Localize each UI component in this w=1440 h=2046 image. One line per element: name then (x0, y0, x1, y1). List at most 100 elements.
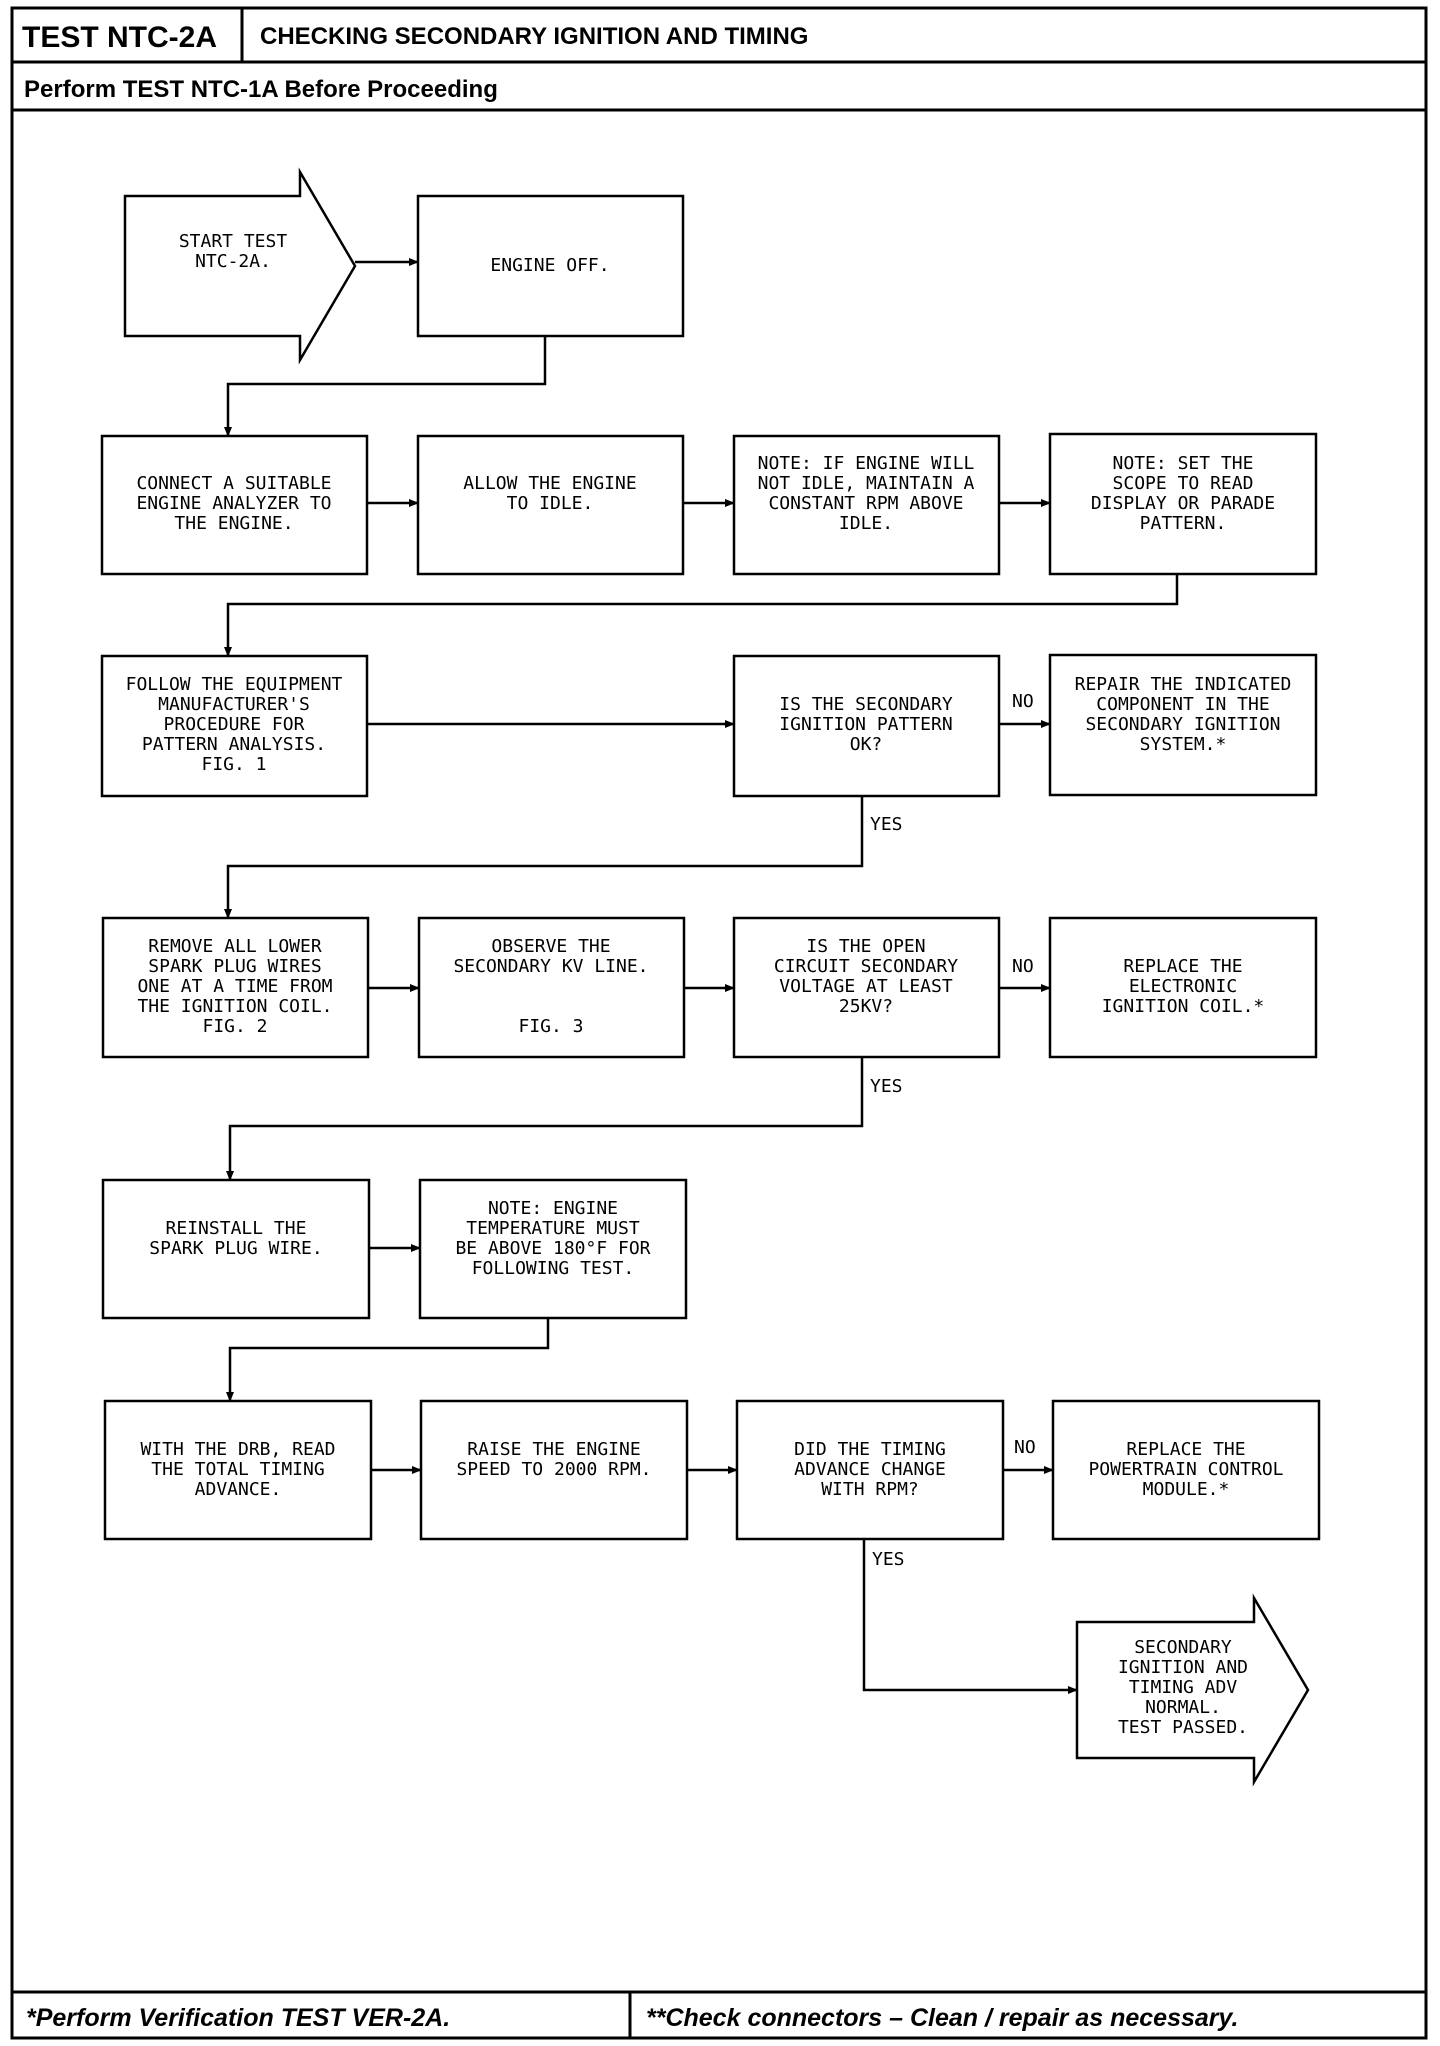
label-line: VOLTAGE AT LEAST (779, 976, 953, 997)
label-line: PROCEDURE FOR (164, 714, 305, 735)
label-line: THE TOTAL TIMING (151, 1459, 324, 1480)
label-line: 25KV? (839, 996, 893, 1017)
engine-off-label: ENGINE OFF. (490, 255, 609, 276)
label-line: PATTERN ANALYSIS. (142, 734, 326, 755)
note-idle-box (732, 434, 1001, 576)
label-line: DISPLAY OR PARADE (1091, 493, 1275, 514)
replace-pcm-box (1051, 1399, 1321, 1541)
no-label-voltage: NO (1012, 956, 1034, 977)
label-line: SYSTEM.* (1140, 734, 1227, 755)
yes-label-timing: YES (872, 1549, 905, 1570)
connector-note-to-read (226, 1318, 550, 1402)
label-line: FOLLOWING TEST. (472, 1258, 635, 1279)
page-border (10, 6, 1428, 2040)
connector-timing-yes (862, 1539, 1078, 1694)
allow-idle-box (416, 434, 685, 576)
label-line: IS THE SECONDARY (779, 694, 953, 715)
observe-fig-label: FIG. 3 (518, 1016, 583, 1037)
connector-scope-to-follow (224, 574, 1179, 657)
question-pattern-box (732, 654, 1001, 798)
engine-off-box (416, 194, 685, 338)
label-line: NOTE: ENGINE (488, 1198, 618, 1219)
label-line: ADVANCE CHANGE (794, 1459, 946, 1480)
label-line: OBSERVE THE (491, 936, 610, 957)
label-line: SECONDARY (1134, 1637, 1232, 1658)
label-line: MODULE.* (1143, 1479, 1230, 1500)
label-line: SECONDARY KV LINE. (453, 956, 648, 977)
label-line: IDLE. (839, 513, 893, 534)
end-arrow-shape (1075, 1593, 1310, 1787)
connect-analyzer-box (100, 434, 369, 576)
label-line: RAISE THE ENGINE (467, 1439, 640, 1460)
label-line: IS THE OPEN (806, 936, 925, 957)
question-timing-box (735, 1399, 1005, 1541)
connector-voltage-yes (226, 1057, 864, 1181)
label-line: CONNECT A SUITABLE (136, 473, 331, 494)
start-arrow-shape (123, 167, 357, 365)
label-line: SPARK PLUG WIRE. (149, 1238, 322, 1259)
test-title: CHECKING SECONDARY IGNITION AND TIMING (260, 23, 808, 50)
no-label-pattern: NO (1012, 691, 1034, 712)
label-line: FIG. 2 (202, 1016, 267, 1037)
label-line: ONE AT A TIME FROM (137, 976, 332, 997)
remove-wires-box (101, 916, 370, 1059)
connector-pattern-yes (224, 796, 864, 919)
label-line: SPARK PLUG WIRES (148, 956, 321, 977)
no-label-timing: NO (1014, 1437, 1036, 1458)
prerequisite-note: Perform TEST NTC-1A Before Proceeding (24, 76, 498, 103)
label-line: NORMAL. (1145, 1697, 1221, 1718)
connector-engine-off-to-connect (224, 336, 547, 437)
label-line: THE IGNITION COIL. (137, 996, 332, 1017)
label-line: START TEST (179, 231, 288, 252)
footer-left-note: *Perform Verification TEST VER-2A. (26, 2004, 450, 2032)
repair-component-box (1048, 653, 1318, 797)
label-line: DID THE TIMING (794, 1439, 946, 1460)
label-line: CONSTANT RPM ABOVE (768, 493, 963, 514)
label-line: POWERTRAIN CONTROL (1088, 1459, 1283, 1480)
label-line: OK? (850, 734, 883, 755)
note-scope-box (1048, 432, 1318, 576)
label-line: ENGINE ANALYZER TO (136, 493, 331, 514)
label-line: NOT IDLE, MAINTAIN A (758, 473, 975, 494)
label-line: NOTE: SET THE (1113, 453, 1254, 474)
label-line: MANUFACTURER'S (158, 694, 310, 715)
yes-label-voltage: YES (870, 1076, 903, 1097)
yes-label-pattern: YES (870, 814, 903, 835)
label-line: SECONDARY IGNITION (1085, 714, 1280, 735)
label-line: REMOVE ALL LOWER (148, 936, 322, 957)
label-line: FIG. 1 (201, 754, 266, 775)
label-line: TO IDLE. (507, 493, 594, 514)
label-line: PATTERN. (1140, 513, 1227, 534)
label-line: REPLACE THE (1126, 1439, 1245, 1460)
label-line: REINSTALL THE (166, 1218, 307, 1239)
observe-kv-box (417, 916, 686, 1059)
label-line: IGNITION AND (1118, 1657, 1248, 1678)
label-line: BE ABOVE 180°F FOR (455, 1238, 650, 1259)
label-line: COMPONENT IN THE (1096, 694, 1269, 715)
label-line: ENGINE OFF. (490, 255, 609, 276)
label-line: TEST PASSED. (1118, 1717, 1248, 1738)
label-line: ALLOW THE ENGINE (463, 473, 636, 494)
label-line: REPLACE THE (1123, 956, 1242, 977)
raise-speed-box (419, 1399, 689, 1541)
read-timing-box (103, 1399, 373, 1541)
footer-right-note: **Check connectors – Clean / repair as n… (646, 2004, 1238, 2032)
